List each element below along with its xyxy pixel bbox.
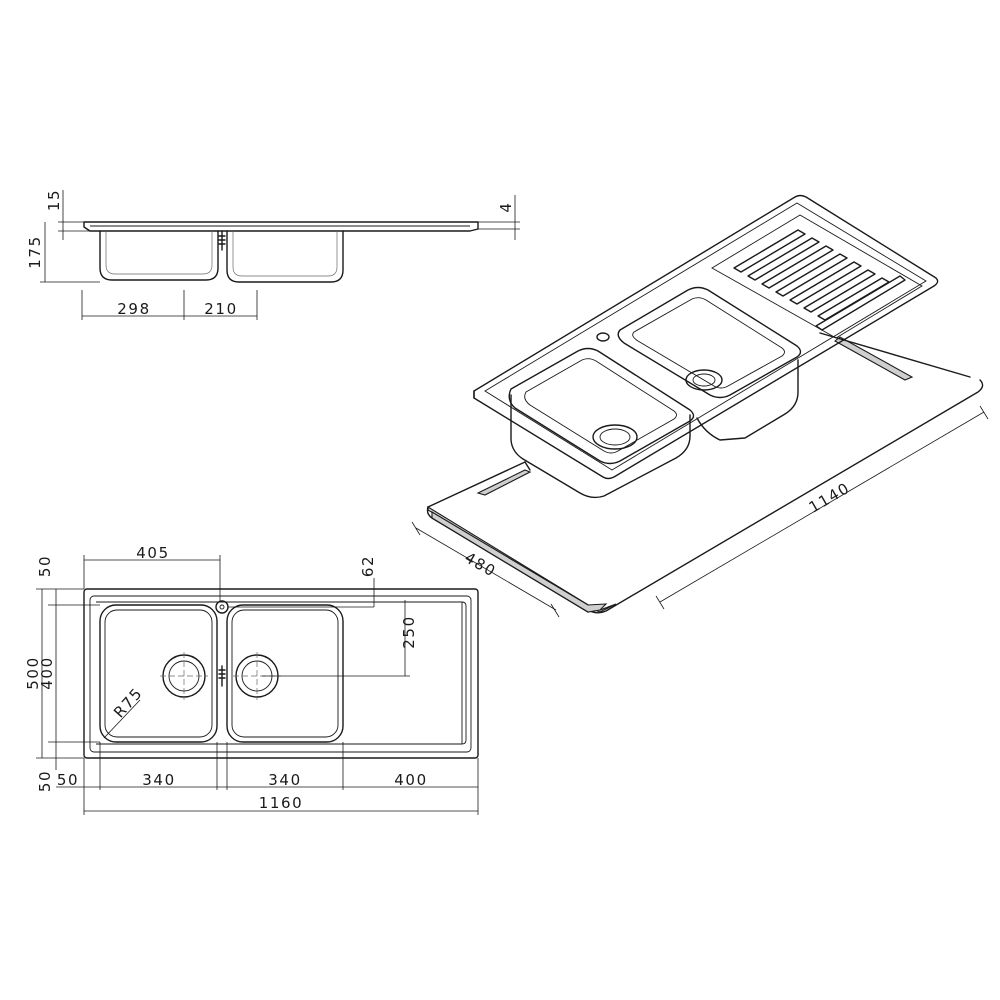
dim-plan-left-margin: 50 xyxy=(57,771,79,789)
dim-plan-top-margin: 50 xyxy=(36,555,54,577)
dim-flange-thickness: 15 xyxy=(45,189,63,211)
dim-iso-length: 1140 xyxy=(806,479,854,517)
dim-lip: 4 xyxy=(497,201,515,212)
dim-plan-overall-depth: 500 xyxy=(24,656,42,689)
plan-view xyxy=(36,555,479,815)
dim-plan-bowl2: 340 xyxy=(268,771,301,789)
iso-drainer xyxy=(711,214,923,339)
dim-plan-drainer: 400 xyxy=(394,771,427,789)
overflow-connector xyxy=(218,230,226,251)
tap-hole xyxy=(215,600,229,614)
side-view xyxy=(40,190,520,320)
dim-side-bowl2: 210 xyxy=(204,300,237,318)
drain-bowl-1 xyxy=(160,652,208,700)
iso-bowl-2 xyxy=(617,286,802,441)
dim-plan-overall-length: 1160 xyxy=(259,794,304,812)
dim-plan-bowl1: 340 xyxy=(142,771,175,789)
dim-side-bowl1: 298 xyxy=(117,300,150,318)
dim-side-depth: 175 xyxy=(26,235,44,268)
dim-plan-bottom-margin: 50 xyxy=(36,770,54,792)
dim-plan-bowl-offset: 405 xyxy=(136,544,169,562)
plan-overflow-connector xyxy=(218,665,226,687)
dim-plan-tap-offset: 62 xyxy=(359,555,377,577)
dim-plan-corner-radius: R75 xyxy=(110,684,146,722)
iso-bowl-1 xyxy=(508,347,695,499)
dim-plan-drain-to-back: 250 xyxy=(400,615,418,648)
isometric-view xyxy=(411,194,989,618)
dim-plan-bowl-depth: 400 xyxy=(38,656,56,689)
